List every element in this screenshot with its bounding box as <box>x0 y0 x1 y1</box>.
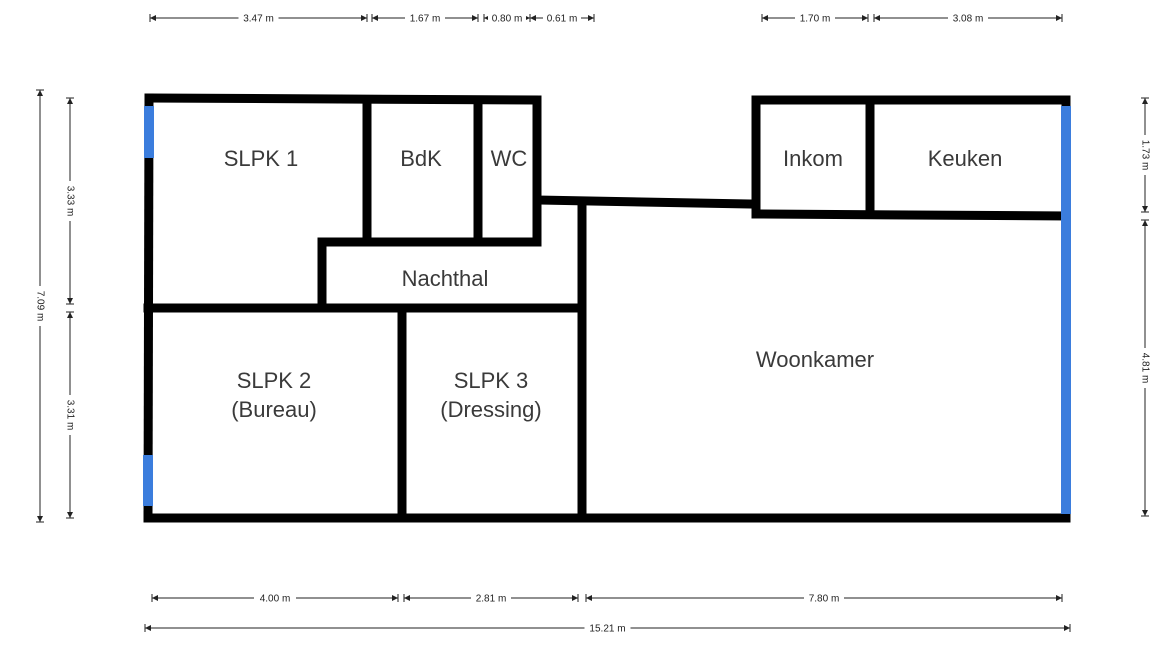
dim-left-2: 3.31 m <box>63 311 77 519</box>
dim-left-2-label: 3.31 m <box>64 400 75 431</box>
dim-left-1-label: 3.33 m <box>64 186 75 217</box>
dim-top-1: 3.47 m <box>149 11 368 25</box>
dim-left-total-label: 7.09 m <box>34 291 45 322</box>
dimension-lines: 3.47 m 1.67 m 0.80 m 0.61 m 1.70 m 3.08 m 4.00… <box>33 11 1152 635</box>
room-label-wc: WC <box>491 146 528 171</box>
dim-top-2: 1.67 m <box>371 11 479 25</box>
dim-right-1: 1.73 m <box>1138 97 1152 213</box>
wall-top-right <box>751 95 1071 221</box>
room-label-nachthal: Nachthal <box>402 266 489 291</box>
dim-top-1-label: 3.47 m <box>243 14 274 25</box>
dim-total-width-label: 15.21 m <box>589 624 625 635</box>
room-label-woonkamer: Woonkamer <box>756 347 874 372</box>
dim-bottom-2-label: 2.81 m <box>476 594 507 605</box>
dim-right-2: 4.81 m <box>1138 219 1152 517</box>
room-label-slpk3-sub: (Dressing) <box>440 397 541 422</box>
dim-top-5: 1.70 m <box>761 11 869 25</box>
dim-top-6: 3.08 m <box>873 11 1063 25</box>
room-label-slpk2-sub: (Bureau) <box>231 397 317 422</box>
dim-bottom-3: 7.80 m <box>585 591 1063 605</box>
room-label-slpk1: SLPK 1 <box>224 146 299 171</box>
dim-top-3: 0.80 m <box>483 11 531 25</box>
dim-left-total: 7.09 m <box>33 89 47 523</box>
dim-top-4-label: 0.61 m <box>547 14 578 25</box>
room-label-bdk: BdK <box>400 146 442 171</box>
windows <box>143 106 1071 514</box>
dim-bottom-3-label: 7.80 m <box>809 594 840 605</box>
wall-nachthal-top <box>317 195 542 311</box>
room-labels: SLPK 1 BdK WC Inkom Keuken Nachthal Woon… <box>224 146 1003 422</box>
walls <box>143 93 1071 523</box>
dim-top-6-label: 3.08 m <box>953 14 984 25</box>
dim-bottom-1-label: 4.00 m <box>260 594 291 605</box>
room-label-keuken: Keuken <box>928 146 1003 171</box>
dim-top-3-label: 0.80 m <box>492 14 523 25</box>
dim-right-1-label: 1.73 m <box>1139 140 1150 171</box>
dim-total-width: 15.21 m <box>144 621 1071 635</box>
room-label-slpk3: SLPK 3 <box>454 368 529 393</box>
dim-bottom-2: 2.81 m <box>403 591 579 605</box>
dim-top-5-label: 1.70 m <box>800 14 831 25</box>
dim-bottom-1: 4.00 m <box>151 591 399 605</box>
dim-left-1: 3.33 m <box>63 97 77 305</box>
dim-top-4: 0.61 m <box>529 11 595 25</box>
room-label-slpk2: SLPK 2 <box>237 368 312 393</box>
dim-top-2-label: 1.67 m <box>410 14 441 25</box>
room-label-inkom: Inkom <box>783 146 843 171</box>
dim-right-2-label: 4.81 m <box>1139 353 1150 384</box>
wall-top-left <box>144 93 757 209</box>
